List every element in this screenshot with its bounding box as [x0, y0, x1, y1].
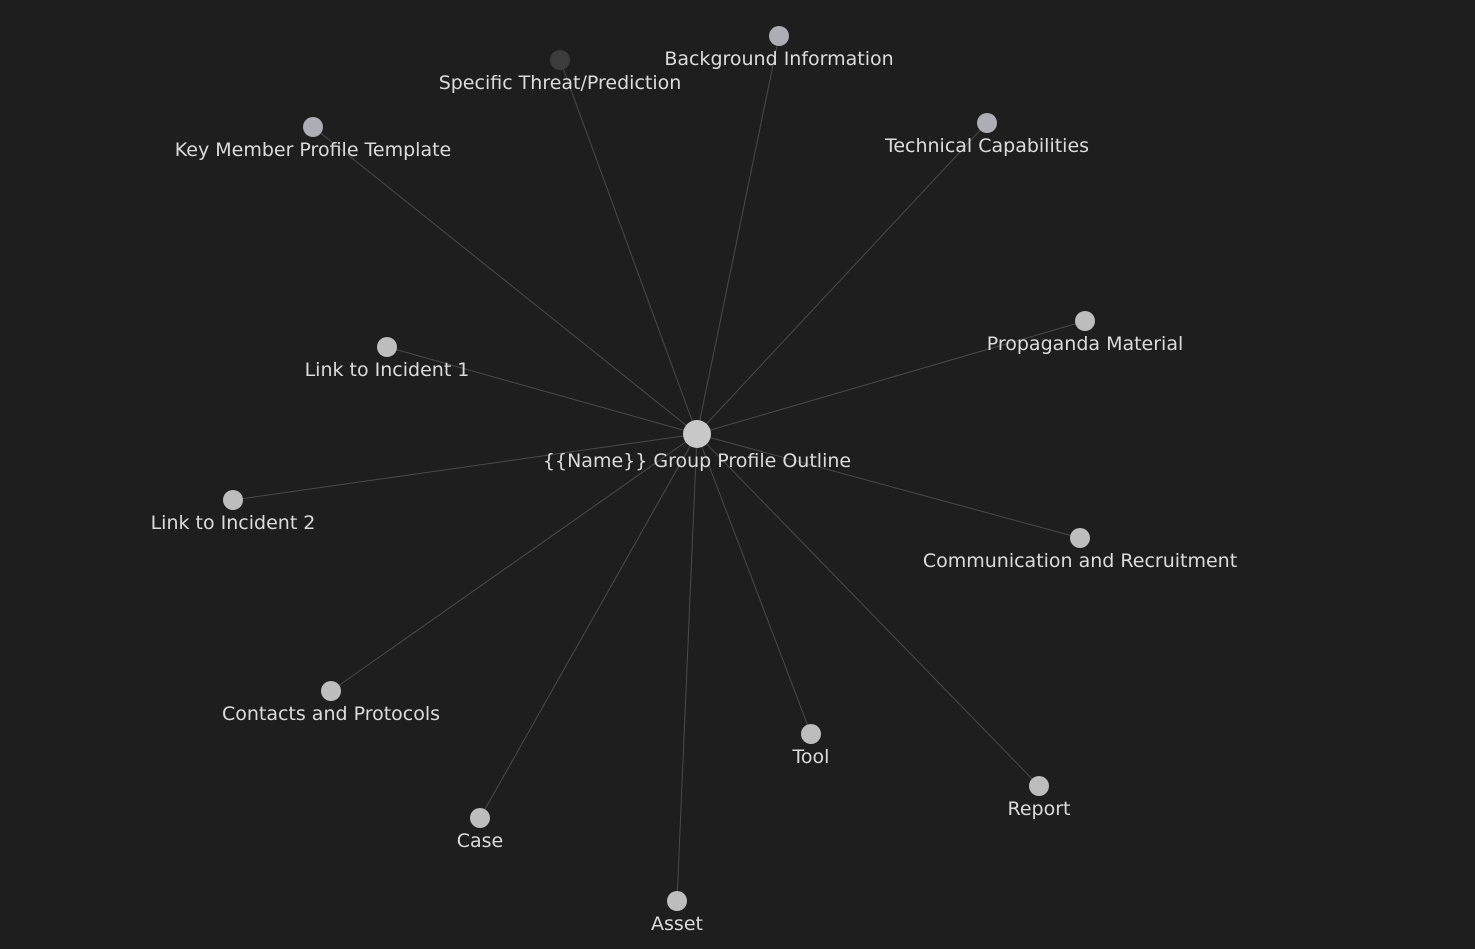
- node-dot[interactable]: [977, 113, 997, 133]
- graph-node-propaganda[interactable]: Propaganda Material: [987, 311, 1184, 355]
- node-dot[interactable]: [801, 724, 821, 744]
- graph-node-center[interactable]: {{Name}} Group Profile Outline: [543, 420, 851, 472]
- node-dot[interactable]: [550, 50, 570, 70]
- graph-node-key-member[interactable]: Key Member Profile Template: [175, 117, 452, 161]
- graph-node-asset[interactable]: Asset: [651, 891, 703, 935]
- node-label[interactable]: Asset: [651, 913, 703, 935]
- node-dot[interactable]: [683, 420, 711, 448]
- node-dot[interactable]: [470, 808, 490, 828]
- node-label[interactable]: Propaganda Material: [987, 333, 1184, 355]
- graph-node-contacts[interactable]: Contacts and Protocols: [222, 681, 440, 725]
- edge-asset: [676, 433, 698, 902]
- node-dot[interactable]: [377, 337, 397, 357]
- graph-node-background-info[interactable]: Background Information: [664, 26, 894, 70]
- edge-specific-threat: [559, 59, 698, 435]
- node-dot[interactable]: [1070, 528, 1090, 548]
- graph-node-specific-threat[interactable]: Specific Threat/Prediction: [439, 50, 682, 94]
- node-label[interactable]: Case: [457, 830, 504, 852]
- node-dot[interactable]: [303, 117, 323, 137]
- node-label[interactable]: Report: [1008, 798, 1071, 820]
- graph-node-case[interactable]: Case: [457, 808, 504, 852]
- node-label[interactable]: Technical Capabilities: [884, 135, 1089, 157]
- node-dot[interactable]: [1075, 311, 1095, 331]
- graph-node-incident-2[interactable]: Link to Incident 2: [151, 490, 316, 534]
- node-label[interactable]: {{Name}} Group Profile Outline: [543, 450, 851, 472]
- edges-layer: [232, 35, 1086, 902]
- edge-report: [696, 433, 1040, 787]
- edge-communication: [696, 433, 1081, 539]
- node-label[interactable]: Specific Threat/Prediction: [439, 72, 682, 94]
- edge-propaganda: [696, 320, 1086, 435]
- node-dot[interactable]: [769, 26, 789, 46]
- edge-background-info: [696, 35, 780, 435]
- node-dot[interactable]: [1029, 776, 1049, 796]
- graph-node-incident-1[interactable]: Link to Incident 1: [305, 337, 470, 381]
- edge-tool: [696, 433, 812, 735]
- node-dot[interactable]: [223, 490, 243, 510]
- node-label[interactable]: Contacts and Protocols: [222, 703, 440, 725]
- edge-case: [479, 433, 698, 819]
- node-label[interactable]: Link to Incident 1: [305, 359, 470, 381]
- node-dot[interactable]: [667, 891, 687, 911]
- graph-node-technical-capabilities[interactable]: Technical Capabilities: [884, 113, 1089, 157]
- node-label[interactable]: Communication and Recruitment: [923, 550, 1237, 572]
- graph-node-communication[interactable]: Communication and Recruitment: [923, 528, 1237, 572]
- node-label[interactable]: Link to Incident 2: [151, 512, 316, 534]
- edge-key-member: [312, 126, 698, 435]
- node-label[interactable]: Key Member Profile Template: [175, 139, 452, 161]
- node-label[interactable]: Tool: [792, 746, 830, 768]
- edge-technical-capabilities: [696, 122, 988, 435]
- graph-node-report[interactable]: Report: [1008, 776, 1071, 820]
- edge-incident-2: [232, 433, 698, 501]
- edge-incident-1: [386, 346, 698, 435]
- node-label[interactable]: Background Information: [664, 48, 893, 70]
- edge-contacts: [330, 433, 698, 692]
- node-dot[interactable]: [321, 681, 341, 701]
- graph-node-tool[interactable]: Tool: [792, 724, 830, 768]
